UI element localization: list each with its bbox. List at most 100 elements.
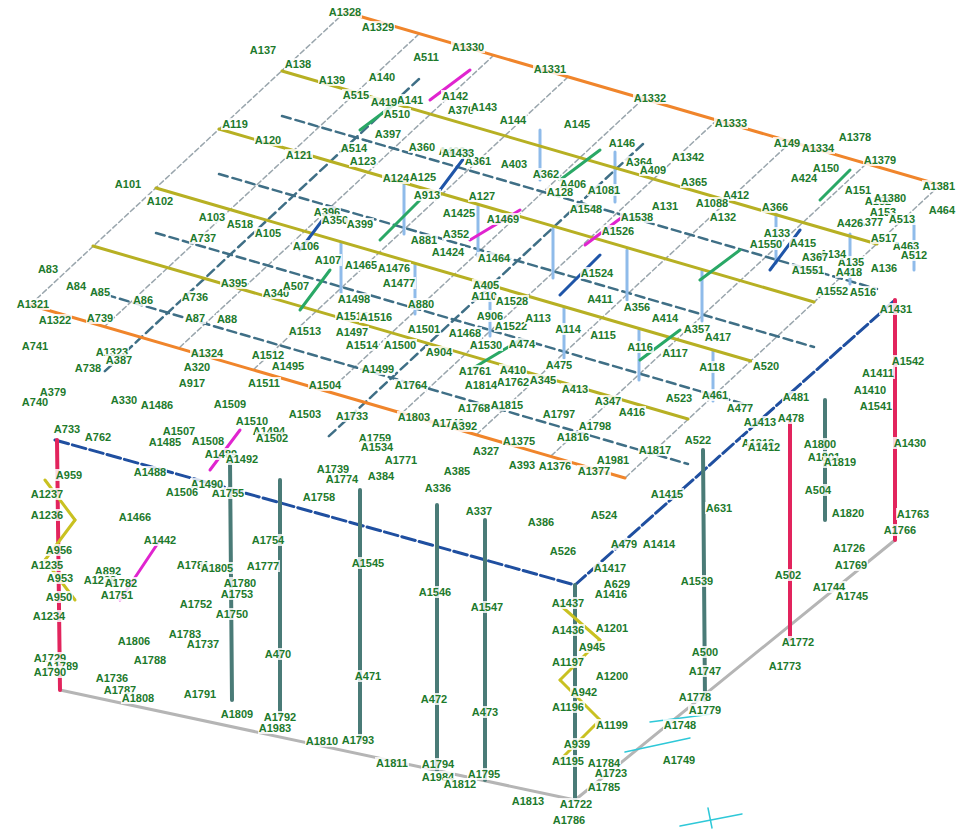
member-label: A1329 <box>361 21 395 33</box>
member-label: A739 <box>86 312 114 324</box>
member-label: A526 <box>549 545 577 557</box>
member-label: A1195 <box>551 755 585 767</box>
member-label: A510 <box>383 108 411 120</box>
member-label: A1753 <box>220 588 254 600</box>
member-label: A1466 <box>118 511 152 523</box>
member-label: A741 <box>21 340 49 352</box>
member-label: A1236 <box>30 509 64 521</box>
member-label: A146 <box>608 137 636 149</box>
member-label: A1758 <box>302 491 336 503</box>
member-label: A1417 <box>593 562 627 574</box>
member-label: A522 <box>684 434 712 446</box>
member-label: A145 <box>563 118 591 130</box>
member-label: A939 <box>563 738 591 750</box>
member-label: A1516 <box>359 311 393 323</box>
member-label: A516 <box>849 286 877 298</box>
member-label: A880 <box>407 298 435 310</box>
member-label: A403 <box>500 158 528 170</box>
member-label: A1733 <box>335 410 369 422</box>
member-label: A1196 <box>551 701 585 713</box>
member-label: A397 <box>374 128 402 140</box>
member-label: A1088 <box>695 197 729 209</box>
member-label: A1436 <box>551 624 585 636</box>
member-label: A143 <box>470 101 498 113</box>
member-label: A416 <box>618 406 646 418</box>
member-label: A141 <box>396 94 424 106</box>
member-label: A149 <box>773 137 801 149</box>
member-label: A1750 <box>215 608 249 620</box>
member-label: A475 <box>545 359 573 371</box>
member-label: A1748 <box>663 719 697 731</box>
member-label: A85 <box>89 286 111 298</box>
member-label: A87 <box>184 312 206 324</box>
member-label: A1430 <box>893 437 927 449</box>
member-label: A1747 <box>688 665 722 677</box>
member-label: A1377 <box>577 465 611 477</box>
member-label: A360 <box>408 141 436 153</box>
member-label: A1983 <box>258 722 292 734</box>
member-label: A1504 <box>308 379 342 391</box>
member-label: A1476 <box>377 262 411 274</box>
member-label: A105 <box>254 227 282 239</box>
member-label: A138 <box>284 58 312 70</box>
member-label: A414 <box>651 312 679 324</box>
member-label: A478 <box>777 412 805 424</box>
member-label: A1328 <box>328 6 362 18</box>
member-label: A118 <box>698 361 726 373</box>
member-label: A1764 <box>394 379 428 391</box>
member-label: A1798 <box>578 420 612 432</box>
member-label: A1808 <box>121 692 155 704</box>
member-label: A1321 <box>16 298 50 310</box>
member-label: A1751 <box>100 589 134 601</box>
member-label: A1081 <box>587 184 621 196</box>
member-label: A1468 <box>448 327 482 339</box>
member-label: A116 <box>626 341 654 353</box>
member-label: A123 <box>349 155 377 167</box>
member-label: A352 <box>442 228 470 240</box>
member-label: A1237 <box>30 488 64 500</box>
member-label: A411 <box>586 293 614 305</box>
member-label: A1442 <box>143 534 177 546</box>
member-label: A1785 <box>587 781 621 793</box>
member-label: A1786 <box>552 814 586 826</box>
member-label: A132 <box>709 211 737 223</box>
member-label: A1322 <box>38 314 72 326</box>
member-label: A83 <box>37 263 59 275</box>
member-label: A1797 <box>542 408 576 420</box>
member-label: A1552 <box>815 285 849 297</box>
member-label: A1548 <box>569 203 603 215</box>
member-label: A1815 <box>490 399 524 411</box>
member-label: A1791 <box>183 688 217 700</box>
member-label: A1817 <box>638 444 672 456</box>
member-label: A1763 <box>896 508 930 520</box>
member-label: A144 <box>499 114 527 126</box>
member-label: A1495 <box>271 360 305 372</box>
member-label: A1811 <box>375 757 409 769</box>
member-label: A84 <box>65 280 87 292</box>
member-label: A127 <box>468 190 496 202</box>
member-label: A1464 <box>477 252 511 264</box>
member-label: A913 <box>413 189 441 201</box>
member-label: A1413 <box>743 416 777 428</box>
member-label: A1810 <box>305 735 339 747</box>
member-label: A881 <box>410 234 438 246</box>
member-label: A1509 <box>213 398 247 410</box>
member-label: A1330 <box>451 41 485 53</box>
member-label: A474 <box>508 338 536 350</box>
member-label: A956 <box>45 544 73 556</box>
member-label: A736 <box>181 291 209 303</box>
member-label: A1375 <box>502 435 536 447</box>
member-label: A1410 <box>853 384 887 396</box>
member-label: A1736 <box>95 672 129 684</box>
member-label: A1530 <box>469 339 503 351</box>
member-label: A1332 <box>633 92 667 104</box>
member-label: A1816 <box>556 431 590 443</box>
member-label: A520 <box>752 360 780 372</box>
member-label: A1379 <box>863 154 897 166</box>
member-label: A419 <box>370 96 398 108</box>
member-label: A124 <box>382 172 410 184</box>
member-label: A1761 <box>458 365 492 377</box>
member-label: A1820 <box>831 507 865 519</box>
member-label: A114 <box>554 323 582 335</box>
member-label: A1788 <box>133 654 167 666</box>
